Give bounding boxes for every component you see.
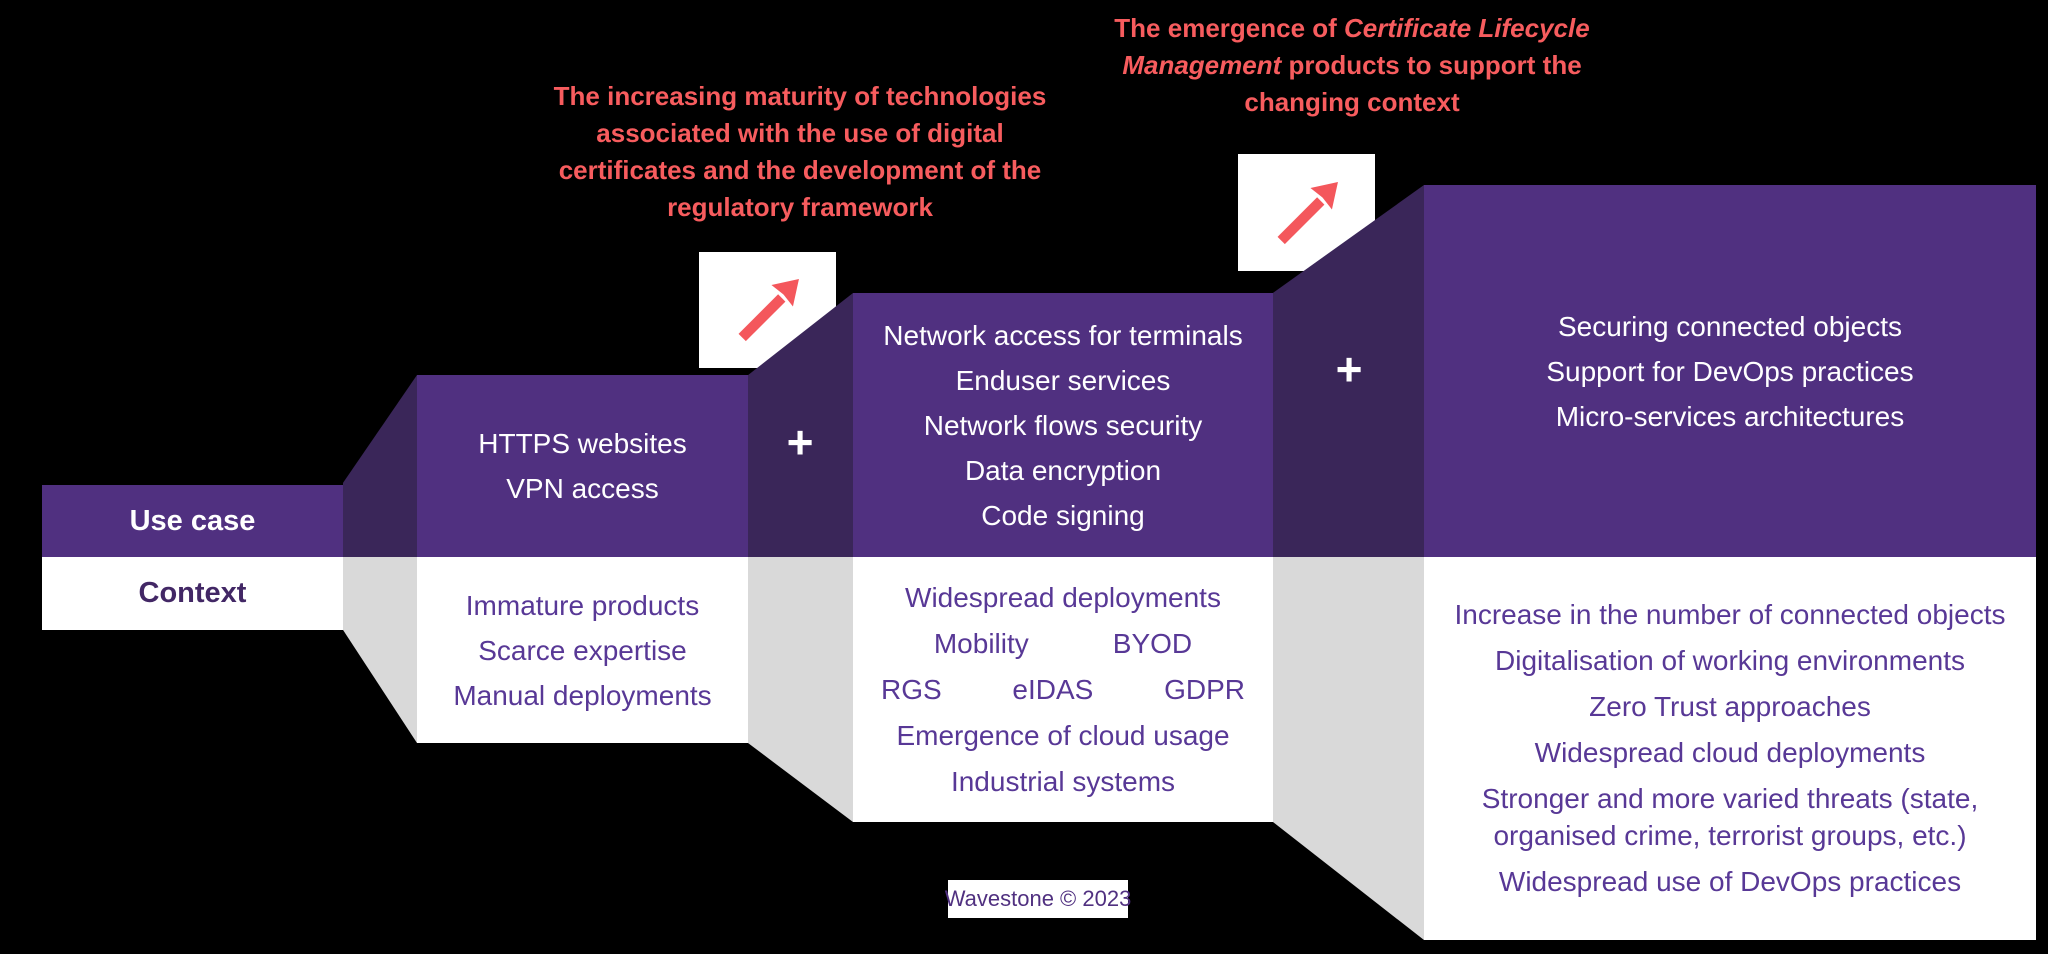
context-item: Widespread deployments	[905, 581, 1221, 613]
context-item: BYOD	[1112, 627, 1193, 659]
use-case-item: Network flows security	[923, 409, 1203, 441]
context-item: GDPR	[1164, 673, 1245, 705]
use-case-item: Code signing	[981, 499, 1145, 531]
annotation-maturity-line: regulatory framework	[667, 192, 933, 222]
use-case-item: Enduser services	[955, 364, 1171, 396]
stage1-use-case-box: HTTPS websites VPN access	[417, 375, 748, 557]
context-row: Widespread deployments	[853, 575, 1273, 621]
use-case-item: Micro-services architectures	[1555, 400, 1905, 432]
annotation-clm-suffix: products to support the changing context	[1244, 50, 1582, 117]
growth-arrow-icon	[738, 279, 799, 342]
context-item: Zero Trust approaches	[1589, 691, 1871, 722]
plus-sign-2: +	[1335, 343, 1363, 395]
context-row: RGS eIDAS GDPR	[853, 667, 1273, 713]
context-item: Immature products	[465, 589, 700, 621]
context-item: RGS	[881, 673, 942, 705]
row-label-use-case: Use case	[42, 485, 343, 557]
context-item: eIDAS	[1012, 673, 1094, 705]
row-label-context: Context	[42, 557, 343, 630]
annotation-clm-italic: Certificate Lifecycle Management	[1122, 13, 1590, 80]
use-case-item: HTTPS websites	[478, 428, 687, 459]
context-item: Scarce expertise	[478, 634, 687, 666]
context-row: Mobility BYOD	[853, 621, 1273, 667]
annotation-maturity: The increasing maturity of technologies …	[510, 78, 1090, 226]
annotation-maturity-line: associated with the use of digital	[596, 118, 1004, 148]
footer-credit: Wavestone © 2023	[945, 880, 1131, 918]
context-item: Digitalisation of working environments	[1495, 645, 1965, 676]
context-item: Increase in the number of connected obje…	[1454, 599, 2006, 630]
stage3-use-case-box: Securing connected objects Support for D…	[1424, 185, 2036, 557]
context-item-continued: organised crime, terrorist groups, etc.)	[1493, 820, 1967, 851]
growth-arrow-icon	[1277, 181, 1338, 244]
context-item: Emergence of cloud usage	[896, 719, 1230, 751]
annotation-maturity-line: The increasing maturity of technologies	[553, 81, 1047, 111]
annotation-clm: The emergence of Certificate Lifecycle M…	[1082, 10, 1622, 121]
stage1-context-box: Immature products Scarce expertise Manua…	[417, 557, 748, 743]
use-case-item: Data encryption	[964, 454, 1162, 486]
use-case-item: VPN access	[506, 473, 659, 504]
annotation-maturity-line: certificates and the development of the	[558, 155, 1042, 185]
arrow-box-2	[1238, 154, 1375, 271]
annotation-clm-prefix: The emergence of	[1114, 13, 1345, 43]
context-item: Widespread cloud deployments	[1534, 737, 1926, 768]
use-case-item: Securing connected objects	[1558, 310, 1902, 342]
context-row: Emergence of cloud usage	[853, 713, 1273, 759]
transition-wedge-dark-0	[343, 375, 417, 557]
plus-sign-1: +	[786, 416, 814, 468]
stage3-context-box: Increase in the number of connected obje…	[1424, 557, 2036, 940]
context-item: Stronger and more varied threats (state,	[1481, 783, 1979, 814]
stage2-use-case-box: Network access for terminals Enduser ser…	[853, 293, 1273, 557]
transition-wedge-gray-1	[748, 557, 853, 822]
use-case-item: Network access for terminals	[883, 319, 1243, 351]
transition-wedge-gray-0	[343, 557, 417, 743]
stage2-context-box: Widespread deployments Mobility BYOD RGS…	[853, 557, 1273, 822]
context-row: Industrial systems	[853, 759, 1273, 805]
context-item: Manual deployments	[453, 679, 712, 711]
use-case-item: Support for DevOps practices	[1546, 355, 1914, 387]
transition-wedge-gray-2	[1273, 557, 1424, 940]
context-item: Widespread use of DevOps practices	[1498, 866, 1962, 897]
context-item: Mobility	[933, 627, 1029, 659]
context-item: Industrial systems	[950, 765, 1176, 797]
